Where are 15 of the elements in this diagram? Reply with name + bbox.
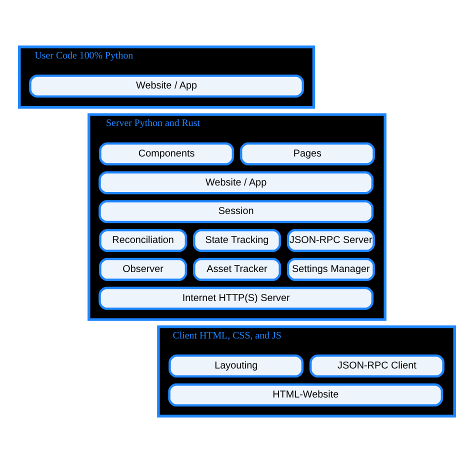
node-box: State Tracking: [192, 228, 282, 252]
node-box: Internet HTTP(S) Server: [98, 286, 374, 310]
node-box: Reconciliation: [99, 228, 188, 252]
node-box: Pages: [240, 142, 375, 165]
node-box: Layouting: [168, 354, 304, 378]
node-box: Session: [98, 200, 374, 223]
node-box: JSON-RPC Server: [286, 228, 375, 252]
node-box: Website / App: [98, 170, 374, 194]
node-box: Settings Manager: [286, 257, 375, 280]
node-box: HTML-Website: [168, 382, 444, 406]
node-box: Asset Tracker: [192, 257, 282, 280]
node-box: Observer: [99, 257, 188, 280]
node-box: JSON-RPC Client: [309, 354, 444, 378]
node-box: Components: [99, 142, 234, 165]
node-box: Website / App: [29, 74, 304, 98]
